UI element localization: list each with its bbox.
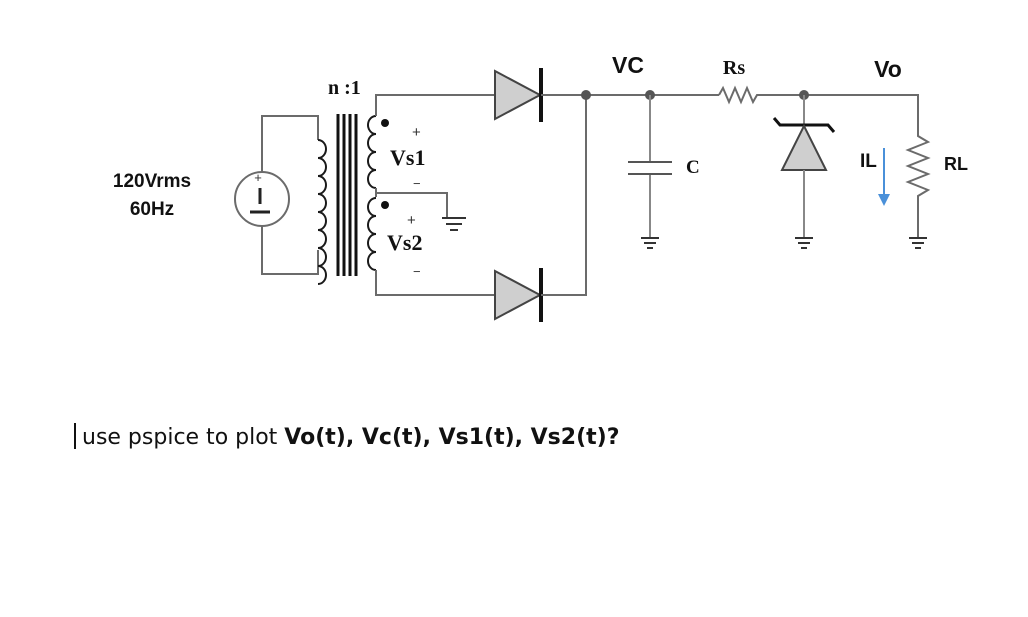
diode-d2 [494, 268, 543, 322]
capacitor-label: C [686, 157, 700, 178]
transformer-core [336, 114, 358, 276]
load-resistor [905, 130, 931, 238]
ac-source: + [234, 170, 290, 227]
diode-d1 [494, 68, 543, 122]
polarity-dot-2 [381, 201, 389, 209]
current-arrow [878, 148, 890, 206]
primary-coil [317, 139, 327, 285]
source-voltage-label: 120Vrms [113, 171, 191, 192]
vo-label: Vo [874, 56, 902, 82]
vs2-minus: − [413, 264, 421, 279]
vs2-label: Vs2 [387, 230, 422, 255]
primary-wiring [261, 115, 319, 275]
rl-label: RL [944, 154, 968, 174]
secondary-wiring [375, 94, 495, 296]
secondary-coil-2 [367, 197, 377, 271]
vs1-plus: + [412, 124, 421, 141]
series-resistor [718, 85, 760, 105]
source-frequency-label: 60Hz [130, 199, 174, 220]
il-label: IL [860, 151, 877, 172]
capacitor-ground [641, 237, 659, 249]
turns-ratio-label: n :1 [328, 77, 361, 99]
vs1-minus: − [413, 176, 421, 191]
load-ground [909, 237, 927, 249]
capacitor [628, 95, 672, 238]
question-prefix: use pspice to plot [82, 425, 285, 450]
question-signals: Vo(t), Vc(t), Vs1(t), Vs2(t)? [284, 425, 620, 450]
center-tap-ground [442, 217, 466, 231]
zener-diode [772, 95, 836, 249]
vs1-label: Vs1 [390, 145, 425, 170]
secondary-coil-1 [367, 115, 377, 189]
output-wiring [541, 94, 919, 296]
polarity-dot-1 [381, 119, 389, 127]
question-text: use pspice to plot Vo(t), Vc(t), Vs1(t),… [74, 423, 619, 450]
vc-label: VC [612, 52, 644, 78]
source-plus-sign: + [254, 170, 262, 185]
text-cursor [74, 423, 76, 449]
rs-label: Rs [723, 57, 745, 79]
junction-dot [581, 90, 591, 100]
vs2-plus: + [407, 212, 416, 229]
